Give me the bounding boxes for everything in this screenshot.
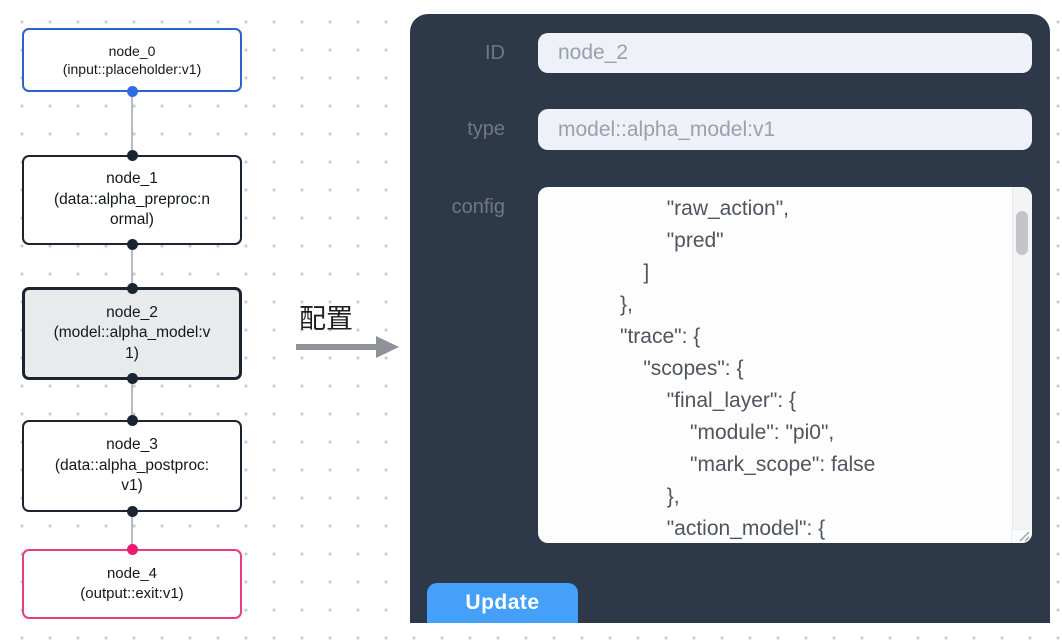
flow-node-0[interactable]: node_0 (input::placeholder:v1)	[22, 28, 242, 97]
edge-node2-node3	[131, 380, 133, 420]
resize-grip-icon	[1019, 531, 1030, 542]
output-port[interactable]	[126, 373, 138, 384]
node-title: node_3	[106, 436, 158, 454]
node-subtitle: (data::alpha_postproc:v1)	[54, 456, 210, 495]
input-port[interactable]	[126, 544, 138, 555]
arrow-icon	[296, 344, 376, 350]
node-title: node_1	[106, 170, 158, 188]
flow-node-3[interactable]: node_3 (data::alpha_postproc:v1)	[22, 415, 242, 517]
input-port[interactable]	[126, 283, 138, 294]
scrollbar-thumb[interactable]	[1016, 211, 1028, 255]
edge-node3-node4	[131, 512, 133, 550]
arrow-head-icon	[376, 336, 399, 358]
node-title: node_2	[106, 303, 158, 321]
transition-label: 配置	[299, 304, 353, 334]
flow-node-4[interactable]: node_4 (output::exit:v1)	[22, 544, 242, 619]
flow-node-2-selected[interactable]: node_2 (model::alpha_model:v1)	[22, 283, 242, 384]
update-button[interactable]: Update	[427, 583, 578, 623]
type-label: type	[467, 118, 505, 140]
edge-node0-node1	[131, 92, 133, 155]
node-subtitle: (output::exit:v1)	[80, 585, 184, 602]
node-subtitle: (input::placeholder:v1)	[62, 61, 202, 77]
node-config-panel: ID type config "raw_action", "pred" ] },…	[410, 14, 1050, 623]
resize-handle[interactable]	[1011, 529, 1032, 543]
edge-node1-node2	[131, 245, 133, 287]
node-title: node_4	[106, 565, 158, 583]
input-port[interactable]	[126, 415, 138, 426]
node-subtitle: (data::alpha_preproc:normal)	[54, 190, 210, 229]
type-input[interactable]	[538, 109, 1032, 150]
output-port[interactable]	[126, 506, 138, 517]
scrollbar-track[interactable]	[1012, 187, 1032, 529]
config-textarea[interactable]: "raw_action", "pred" ] }, "trace": { "sc…	[538, 187, 1032, 543]
config-label: config	[451, 196, 505, 218]
config-json-text: "raw_action", "pred" ] }, "trace": { "sc…	[620, 197, 876, 540]
id-input[interactable]	[538, 33, 1032, 73]
output-port[interactable]	[126, 239, 138, 250]
input-port[interactable]	[126, 150, 138, 161]
output-port[interactable]	[126, 86, 138, 97]
id-label: ID	[485, 42, 505, 64]
flow-node-1[interactable]: node_1 (data::alpha_preproc:normal)	[22, 150, 242, 250]
node-subtitle: (model::alpha_model:v1)	[53, 324, 211, 362]
node-title: node_0	[108, 42, 156, 59]
